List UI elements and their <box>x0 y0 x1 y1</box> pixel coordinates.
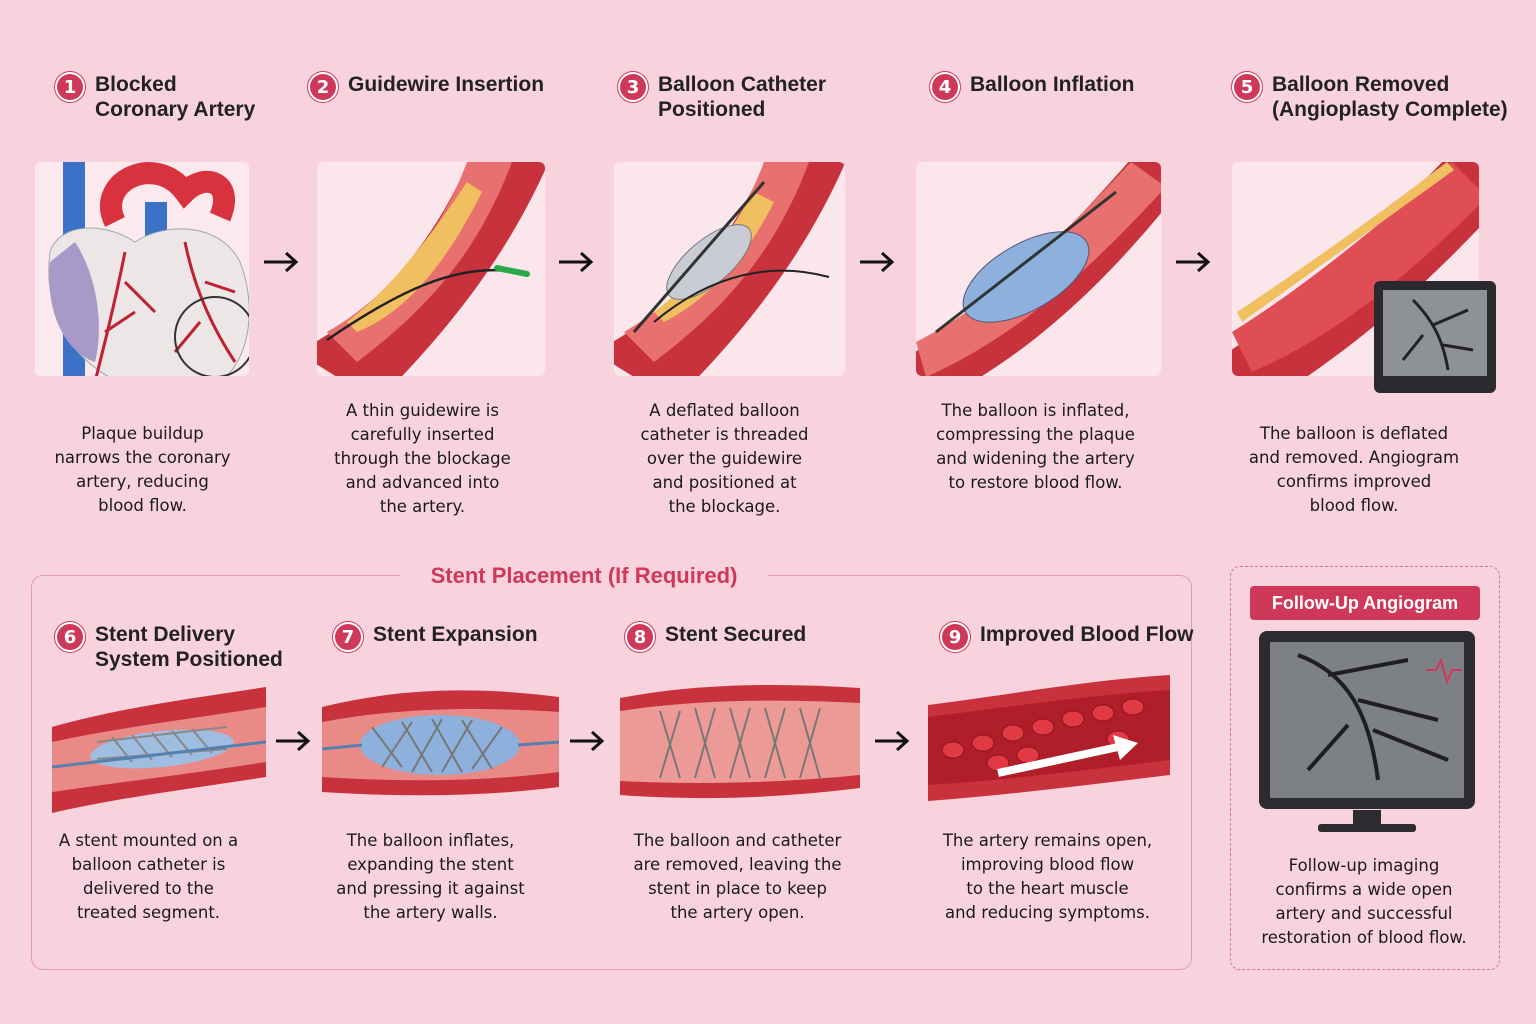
step-4-number: 4 <box>930 72 960 102</box>
step-1-heart-illustration <box>35 162 249 376</box>
step-7-title: Stent Expansion <box>373 623 538 646</box>
step-2-number: 2 <box>308 72 338 102</box>
step-7-description: The balloon inflates, expanding the sten… <box>336 831 525 922</box>
step-1-header: 1 Blocked Coronary Artery <box>55 72 255 122</box>
arrow-right-icon <box>875 730 910 752</box>
step-6-description: A stent mounted on a balloon catheter is… <box>58 831 239 922</box>
step-6-number: 6 <box>55 622 85 652</box>
follow-up-monitor-icon <box>1258 630 1476 836</box>
step-3-description: A deflated balloon catheter is threaded … <box>640 401 809 516</box>
step-8-title: Stent Secured <box>665 623 807 646</box>
step-8-number: 8 <box>625 622 655 652</box>
step-5-description: The balloon is deflated and removed. Ang… <box>1248 424 1460 515</box>
arrow-right-icon <box>264 251 299 273</box>
step-8-description: The balloon and catheter are removed, le… <box>633 831 842 922</box>
step-1-title: Blocked Coronary Artery <box>95 73 256 121</box>
step-9-number: 9 <box>940 622 970 652</box>
step-5-balloon-removed-illustration <box>1232 162 1479 376</box>
step-1-number: 1 <box>55 72 85 102</box>
step-3-header: 3 Balloon Catheter Positioned <box>618 72 826 122</box>
step-3-title: Balloon Catheter Positioned <box>658 73 827 121</box>
arrow-right-icon <box>570 730 605 752</box>
step-4-balloon-inflation-illustration <box>916 162 1161 376</box>
step-5-header: 5 Balloon Removed (Angioplasty Complete) <box>1232 72 1508 122</box>
step-7-stent-expansion-illustration <box>322 687 559 801</box>
step-4-header: 4 Balloon Inflation <box>930 72 1134 102</box>
step-9-description: The artery remains open, improving blood… <box>942 831 1153 922</box>
step-8-stent-secured-illustration <box>620 683 860 801</box>
follow-up-section <box>1230 566 1500 970</box>
step-2-title: Guidewire Insertion <box>348 73 545 96</box>
step-2-header: 2 Guidewire Insertion <box>308 72 544 102</box>
step-3-balloon-catheter-illustration <box>614 162 845 376</box>
arrow-right-icon <box>276 730 311 752</box>
step-2-guidewire-illustration <box>317 162 545 376</box>
step-7-header: 7 Stent Expansion <box>333 622 538 652</box>
step-2-description: A thin guidewire is carefully inserted t… <box>334 401 511 516</box>
follow-up-label: Follow-Up Angiogram <box>1250 586 1480 620</box>
step-3-number: 3 <box>618 72 648 102</box>
step-5-number: 5 <box>1232 72 1262 102</box>
step-7-number: 7 <box>333 622 363 652</box>
step-6-stent-delivery-illustration <box>52 687 266 813</box>
step-8-header: 8 Stent Secured <box>625 622 806 652</box>
step-4-description: The balloon is inflated, compressing the… <box>936 401 1135 492</box>
step-1-description: Plaque buildup narrows the coronary arte… <box>54 424 231 515</box>
arrow-right-icon <box>559 251 594 273</box>
step-5-title: Balloon Removed (Angioplasty Complete) <box>1272 73 1508 121</box>
step-9-header: 9 Improved Blood Flow <box>940 622 1194 652</box>
arrow-right-icon <box>860 251 895 273</box>
follow-up-description: Follow-up imaging confirms a wide open a… <box>1261 856 1467 947</box>
step-4-title: Balloon Inflation <box>970 73 1135 96</box>
step-9-title: Improved Blood Flow <box>980 623 1194 646</box>
step-6-header: 6 Stent Delivery System Positioned <box>55 622 283 672</box>
arrow-right-icon <box>1176 251 1211 273</box>
stent-placement-title: Stent Placement (If Required) <box>400 563 768 589</box>
step-6-title: Stent Delivery System Positioned <box>95 623 283 671</box>
angiogram-monitor-icon <box>1373 280 1497 400</box>
step-9-blood-flow-illustration <box>928 675 1170 801</box>
